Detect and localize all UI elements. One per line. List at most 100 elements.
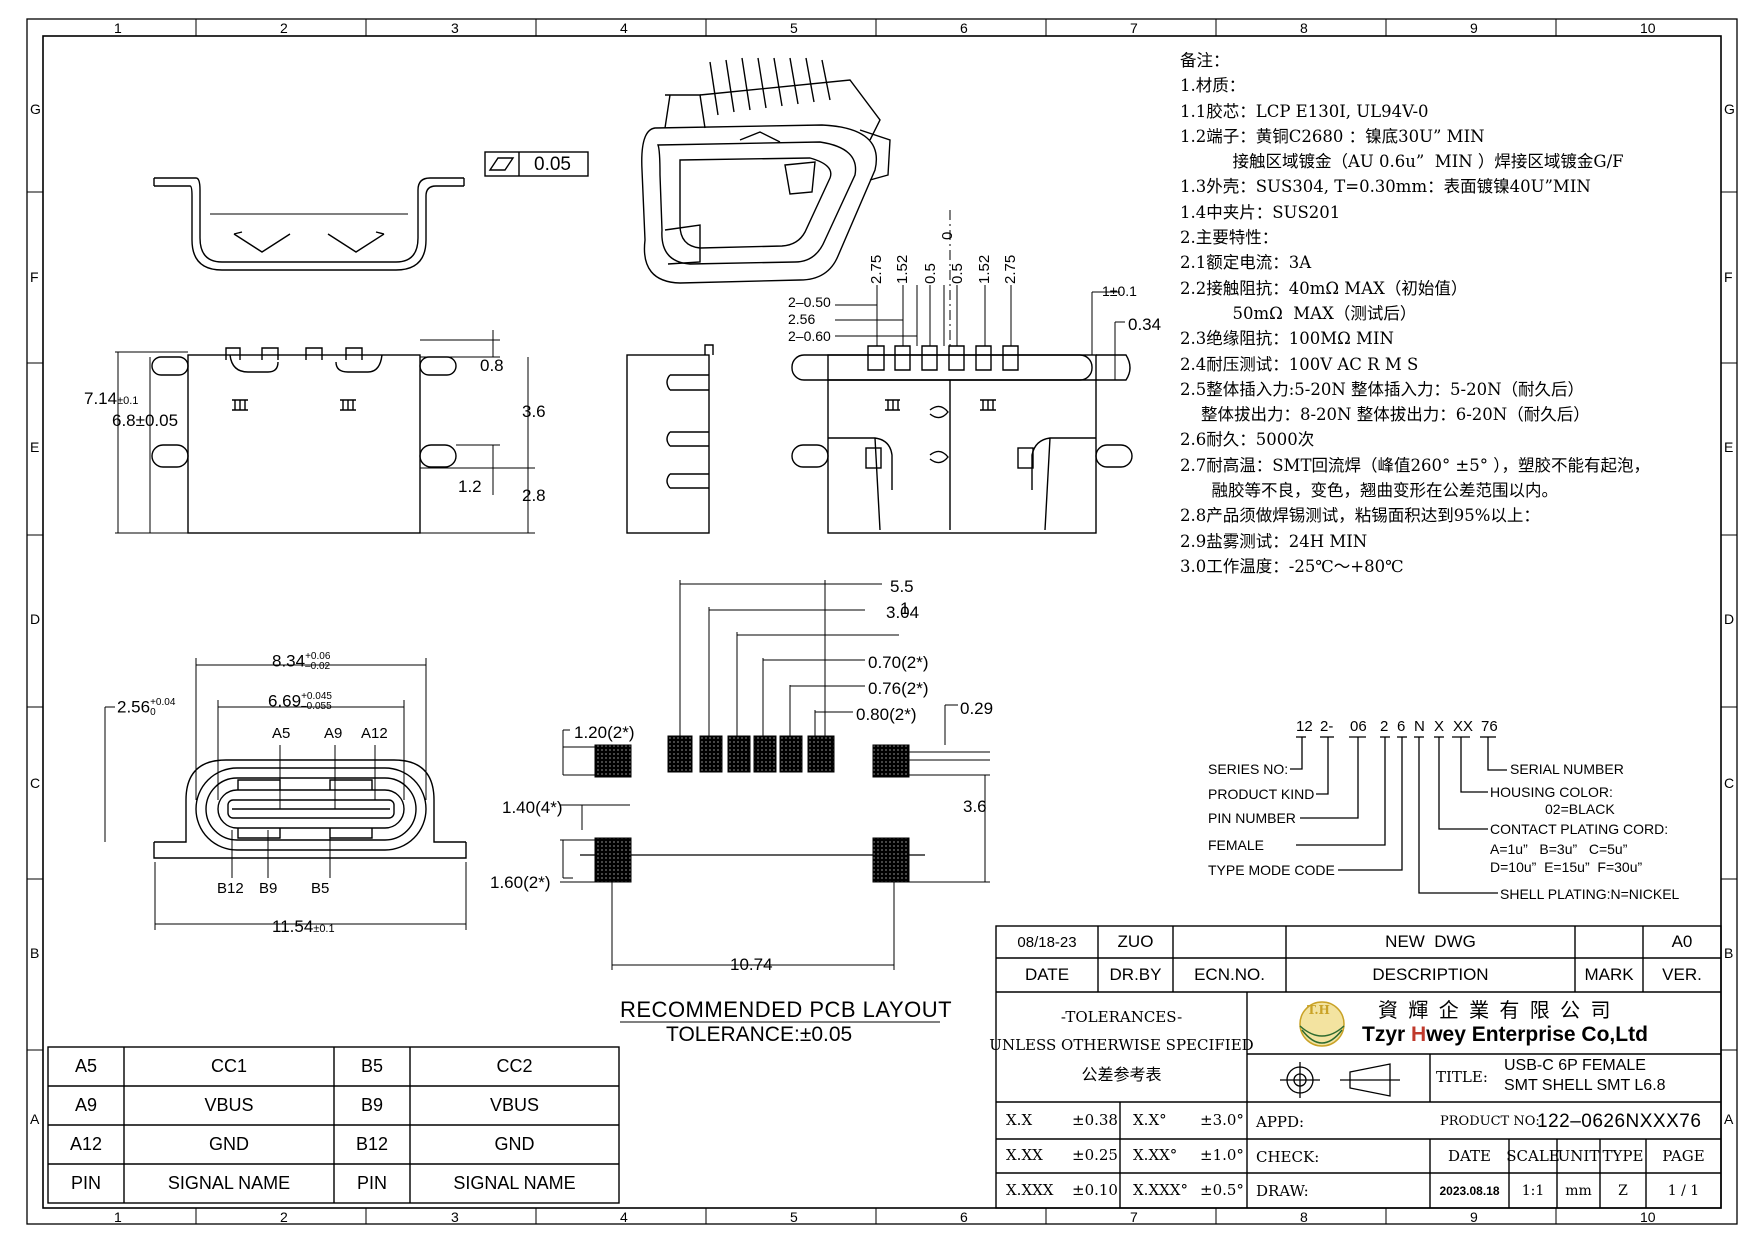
dim-tolerance: ±0.1 — [313, 923, 335, 935]
flatness-value: 0.05 — [534, 154, 571, 175]
row-label: G — [30, 101, 41, 117]
code-label: D=10u” E=15u” F=30u” — [1490, 859, 1643, 875]
pcb-layout-title: RECOMMENDED PCB LAYOUT — [620, 997, 953, 1022]
dim-label: 3.04 — [886, 603, 920, 622]
val-page: 1 / 1 — [1667, 1182, 1700, 1199]
col-unit: UNIT — [1557, 1147, 1600, 1165]
header-drby: DR.BY — [1109, 965, 1162, 984]
dim-tolerance: 0 — [150, 707, 156, 718]
dim-label: 1±0.1 — [1102, 283, 1137, 299]
isometric-view — [641, 57, 891, 284]
note-line: 3.0工作温度：-25℃～+80℃ — [1180, 556, 1404, 576]
dim-label: 1 — [900, 599, 910, 618]
note-line: 整体拔出力：8-20N 整体拔出力：6-20N（耐久后） — [1180, 405, 1590, 425]
top-view — [151, 347, 457, 534]
row-label: B — [30, 945, 40, 961]
note-line: 2.7耐高温：SMT回流焊（峰值260° ±5° ），塑胶不能有起泡， — [1180, 455, 1651, 475]
tol-format: X.X° — [1133, 1111, 1167, 1129]
rev-by: ZUO — [1117, 932, 1154, 951]
note-line: 50mΩ MAX（测试后） — [1180, 303, 1417, 323]
row-label: F — [30, 269, 39, 285]
dim-tolerance: –0.02 — [305, 661, 331, 672]
dim-label: 1.2 — [458, 477, 482, 496]
company-name-part: wey Enterprise Co,Ltd — [1426, 1023, 1648, 1046]
col-label: 10 — [1640, 1209, 1656, 1225]
pcb-dims — [560, 580, 990, 970]
col-label: 10 — [1640, 20, 1656, 36]
signal-cell: VBUS — [489, 1095, 540, 1115]
dim-label: 0.80(2*) — [856, 705, 917, 724]
dim-value: 2.56 — [117, 697, 151, 717]
row-label: E — [30, 439, 40, 455]
code-label: PRODUCT KIND — [1208, 786, 1315, 802]
dim-tolerance: +0.045 — [301, 691, 332, 702]
dim-label: 2.56 — [788, 311, 816, 327]
dim-label: 0.5 — [922, 263, 939, 284]
row-label: D — [1724, 611, 1735, 627]
pin-callout: B5 — [311, 880, 330, 897]
tol-format: X.XXX° — [1133, 1181, 1188, 1199]
company-name-part: Tzyr — [1362, 1023, 1412, 1046]
dim-label: 1.60(2*) — [490, 873, 551, 892]
technical-notes: 备注： 1.材质： 1.1胶芯：LCP E130I, UL94V-0 1.2端子… — [1180, 48, 1650, 579]
front-view-dims — [104, 658, 467, 930]
inner-border — [42, 35, 1722, 1209]
code-segment: X — [1434, 718, 1445, 735]
col-label: 2 — [280, 1209, 288, 1225]
col-label: 8 — [1300, 20, 1308, 36]
row-label: F — [1724, 269, 1733, 285]
tol-value: ±0.10 — [1072, 1181, 1118, 1199]
note-line: 1.4中夹片：SUS201 — [1180, 202, 1341, 222]
code-label: SERIES NO: — [1208, 761, 1289, 777]
note-line: 备注： — [1180, 51, 1230, 70]
rev-ver: A0 — [1671, 932, 1693, 951]
code-segment: 6 — [1397, 718, 1406, 735]
signal-cell: VBUS — [204, 1095, 254, 1115]
dim-value: 11.54 — [272, 917, 314, 936]
dim-label: 0.5 — [949, 263, 966, 284]
header-date: DATE — [1024, 965, 1070, 984]
col-label: 4 — [620, 1209, 628, 1225]
note-line: 1.2端子：黄铜C2680 ：镍底30U” MIN — [1180, 126, 1485, 146]
rev-date: 08/18-23 — [1017, 933, 1077, 951]
signal-header: SIGNAL NAME — [453, 1173, 576, 1193]
note-line: 2.9盐雾测试：24H MIN — [1180, 531, 1368, 551]
tol-value: ±0.25 — [1072, 1146, 1118, 1164]
pin-header: PIN — [356, 1173, 387, 1193]
back-view-dims — [835, 210, 1125, 380]
code-label: TYPE MODE CODE — [1208, 862, 1335, 878]
drawing-title-line1: USB-C 6P FEMALE — [1504, 1057, 1646, 1074]
code-label: CONTACT PLATING CORD: — [1490, 821, 1669, 837]
part-code-diagram — [1290, 736, 1507, 894]
signal-cell: GND — [494, 1134, 535, 1154]
pin-callout: B9 — [259, 880, 278, 897]
dim-label: 10.74 — [730, 955, 773, 974]
note-line: 2.主要特性： — [1180, 228, 1279, 248]
val-scale: 1:1 — [1521, 1182, 1545, 1199]
company-name-cn: 資 輝 企 業 有 限 公 司 — [1378, 998, 1613, 1022]
dim-label: 3.6 — [522, 402, 546, 421]
side-view — [626, 344, 714, 534]
tolerance-cn: 公差参考表 — [1081, 1065, 1162, 1084]
note-line: 2.6耐久：5000次 — [1180, 430, 1315, 450]
pin-cell: A12 — [69, 1134, 103, 1154]
code-label: SERIAL NUMBER — [1510, 761, 1624, 777]
code-segment: 2- — [1320, 718, 1334, 735]
dim-label: 0.34 — [1128, 315, 1162, 334]
tolerance-title: -TOLERANCES- — [1060, 1008, 1183, 1026]
dim-tolerance: +0.04 — [150, 697, 176, 708]
dim-label: 1.20(2*) — [574, 723, 635, 742]
dim-value: 7.14 — [84, 389, 118, 408]
pin-cell: A9 — [74, 1095, 98, 1115]
row-label: A — [30, 1111, 40, 1127]
code-label: A=1u” B=3u” C=5u” — [1490, 841, 1628, 857]
drawing-title-line2: SMT SHELL SMT L6.8 — [1504, 1077, 1666, 1094]
note-line: 2.8产品须做焊锡测试，粘锡面积达到95%以上： — [1180, 506, 1540, 526]
check-label: CHECK: — [1256, 1148, 1320, 1166]
code-label: HOUSING COLOR: — [1490, 784, 1613, 800]
row-label: C — [30, 775, 41, 791]
code-label: PIN NUMBER — [1208, 810, 1296, 826]
row-label: C — [1724, 775, 1735, 791]
note-line: 2.5整体插入力:5-20N 整体插入力：5-20N（耐久后） — [1180, 379, 1585, 399]
